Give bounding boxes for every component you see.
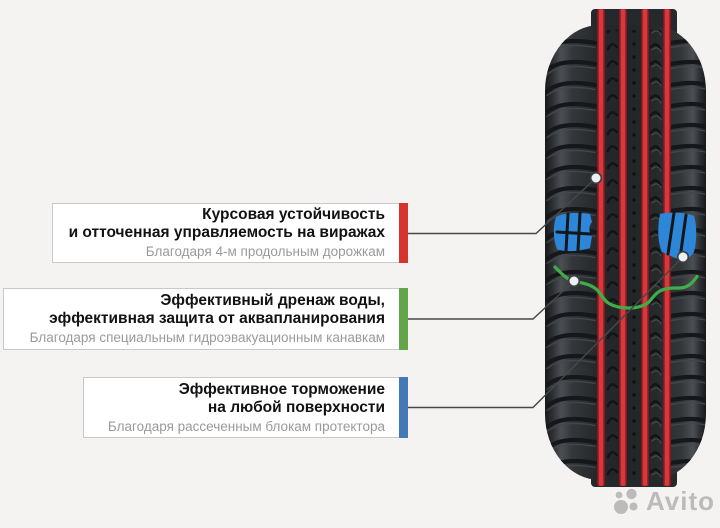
connector-line-braking [407,256,684,409]
point-marker-stability [589,171,603,185]
blocks-highlight-sipes [555,211,688,260]
longitudinal-grooves-highlight [597,9,671,486]
callout-connectors [407,177,684,409]
avito-logo-icon [614,488,638,514]
callout-drainage-title: Эффективный дренаж воды, эффективная защ… [49,292,385,327]
callout-braking: Эффективное торможение на любой поверхно… [83,377,408,438]
callout-braking-title: Эффективное торможение на любой поверхно… [178,380,385,416]
groove-highlight-core-1 [599,10,603,485]
avito-watermark-text: Avito [646,486,716,516]
callout-drainage-subtitle: Благодаря специальным гидроэвакуационным… [29,330,385,345]
callout-braking-subtitle: Благодаря рассеченным блокам протектора [107,418,385,434]
callout-drainage-color-bar [399,288,408,350]
dissected-blocks-highlight [553,211,697,261]
point-marker-drainage [567,274,581,288]
callout-stability-subtitle: Благодаря 4-м продольным дорожкам [145,244,385,259]
tire-image [545,9,706,487]
groove-highlight-core-2 [621,10,625,485]
groove-highlight-core-3 [643,10,647,485]
callout-drainage: Эффективный дренаж воды, эффективная защ… [3,288,408,350]
tire-tread-pattern [546,30,705,478]
callout-stability: Курсовая устойчивость и отточенная управ… [52,203,408,263]
drainage-groove-highlight [553,265,699,310]
callout-point-markers [567,171,690,288]
avito-watermark: Avito [612,486,715,516]
callout-braking-color-bar [399,377,408,438]
connector-line-drainage [407,280,575,320]
callout-stability-color-bar [399,203,408,263]
point-marker-braking [676,250,690,264]
connector-line-stability [407,177,597,235]
callout-stability-title: Курсовая устойчивость и отточенная управ… [68,206,385,241]
